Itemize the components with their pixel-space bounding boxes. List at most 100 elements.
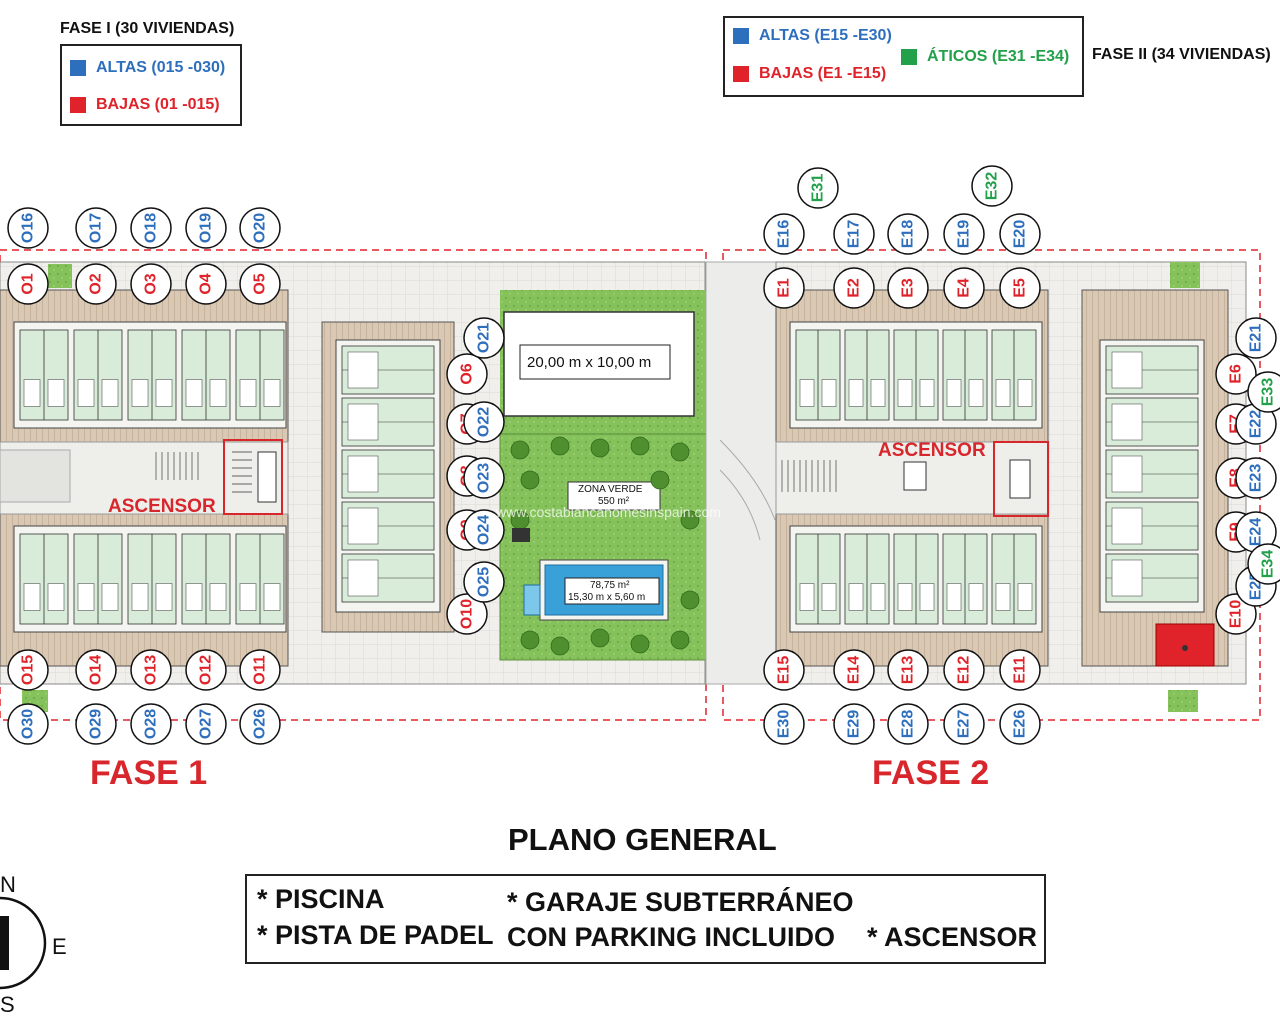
fase2-label: FASE 2: [872, 754, 990, 792]
legend-altas-fase2: ALTAS (E15 -E30): [733, 27, 892, 45]
svg-text:O27: O27: [198, 709, 215, 739]
tree-icon: [670, 442, 690, 462]
compass-e: E: [52, 934, 67, 959]
legend-altas-fase1: ALTAS (015 -030): [70, 59, 225, 77]
legend-altas-label: ALTAS (015 -030): [96, 59, 226, 76]
unit-marker: E33: [1247, 371, 1280, 413]
tree-icon: [590, 628, 610, 648]
unit-marker: O30: [7, 703, 49, 745]
unit-marker: E27: [943, 703, 985, 745]
svg-text:O21: O21: [476, 323, 493, 353]
svg-text:O4: O4: [198, 273, 215, 294]
unit-marker: E4: [943, 267, 985, 309]
unit-marker: E28: [887, 703, 929, 745]
unit-marker: E19: [943, 213, 985, 255]
svg-text:E12: E12: [956, 656, 973, 685]
altas-swatch: [70, 60, 86, 76]
unit-marker: O18: [130, 207, 172, 249]
unit-marker: O2: [75, 263, 117, 305]
unit-marker: O1: [7, 263, 49, 305]
compass-n: N: [0, 872, 16, 897]
svg-text:O18: O18: [143, 213, 160, 243]
unit-marker: E24: [1235, 511, 1277, 553]
bajas-swatch: [733, 66, 749, 82]
unit-marker: E22: [1235, 403, 1277, 445]
unit-marker: E11: [999, 649, 1041, 691]
ascensor-label-f1: ASCENSOR: [108, 496, 216, 517]
padel-court: [500, 290, 706, 440]
tree-icon: [520, 470, 540, 490]
legend-bajas-label: BAJAS (01 -015): [96, 96, 220, 113]
unit-marker: O14: [75, 649, 117, 691]
svg-text:O28: O28: [143, 709, 160, 739]
svg-text:E23: E23: [1248, 464, 1265, 493]
svg-text:O14: O14: [88, 655, 105, 685]
unit-marker: E17: [833, 213, 875, 255]
unit-marker: E34: [1247, 543, 1280, 585]
svg-text:E6: E6: [1228, 364, 1245, 384]
unit-marker: E23: [1235, 457, 1277, 499]
amenity-padel: * PISTA DE PADEL: [257, 920, 494, 950]
legend-aticos-label: ÁTICOS (E31 -E34): [927, 48, 1070, 65]
legend-bajas-fase1: BAJAS (01 -015): [70, 96, 220, 114]
fase1-label: FASE 1: [90, 754, 208, 792]
unit-marker: E12: [943, 649, 985, 691]
unit-marker: E18: [887, 213, 929, 255]
svg-text:E17: E17: [846, 220, 863, 249]
fase1-top-building: [0, 289, 289, 443]
unit-marker: O22: [463, 401, 505, 443]
svg-text:O2: O2: [88, 273, 105, 294]
zona-verde: [499, 433, 707, 661]
pool: [512, 528, 669, 621]
svg-text:E28: E28: [900, 710, 917, 739]
unit-marker: O16: [7, 207, 49, 249]
unit-marker: O24: [463, 509, 505, 551]
svg-text:O26: O26: [252, 709, 269, 739]
svg-text:E14: E14: [846, 656, 863, 685]
fase2-side-building: [1081, 289, 1229, 667]
tree-icon: [670, 630, 690, 650]
unit-marker: O4: [185, 263, 227, 305]
unit-marker: E21: [1235, 317, 1277, 359]
tree-icon: [630, 436, 650, 456]
ramp: [0, 449, 71, 503]
unit-marker: E3: [887, 267, 929, 309]
svg-text:O29: O29: [88, 709, 105, 739]
unit-marker: E29: [833, 703, 875, 745]
svg-text:E26: E26: [1012, 710, 1029, 739]
unit-marker: O6: [446, 353, 488, 395]
svg-text:O16: O16: [20, 213, 37, 243]
svg-text:E24: E24: [1248, 518, 1265, 547]
zona-verde-name: ZONA VERDE: [578, 484, 643, 495]
compass-s: S: [0, 992, 15, 1017]
svg-text:E30: E30: [776, 710, 793, 739]
tree-icon: [650, 470, 670, 490]
tree-icon: [520, 630, 540, 650]
unit-marker: E14: [833, 649, 875, 691]
svg-text:E22: E22: [1248, 410, 1265, 439]
amenities-box: * PISCINA * PISTA DE PADEL * GARAJE SUBT…: [245, 874, 1046, 964]
unit-marker: E26: [999, 703, 1041, 745]
unit-marker: O20: [239, 207, 281, 249]
legend-bajas-label: BAJAS (E1 -E15): [759, 65, 887, 82]
unit-marker: E2: [833, 267, 875, 309]
svg-text:E29: E29: [846, 710, 863, 739]
svg-text:E3: E3: [900, 278, 917, 298]
svg-text:O20: O20: [252, 213, 269, 243]
road-strip: [705, 261, 777, 685]
legend-fase2-title: FASE II (34 VIVIENDAS): [1092, 46, 1271, 63]
tree-icon: [550, 636, 570, 656]
svg-text:E4: E4: [956, 278, 973, 298]
tree-icon: [510, 440, 530, 460]
fase1-side-building: [321, 321, 455, 633]
tree-icon: [630, 634, 650, 654]
svg-text:E15: E15: [776, 656, 793, 685]
ascensor-label-f2: ASCENSOR: [878, 440, 986, 461]
svg-text:O23: O23: [476, 463, 493, 493]
unit-marker: O23: [463, 457, 505, 499]
unit-marker: O11: [239, 649, 281, 691]
unit-marker: E15: [763, 649, 805, 691]
unit-marker: O21: [463, 317, 505, 359]
unit-marker: E31: [797, 167, 839, 209]
altas-swatch: [733, 28, 749, 44]
